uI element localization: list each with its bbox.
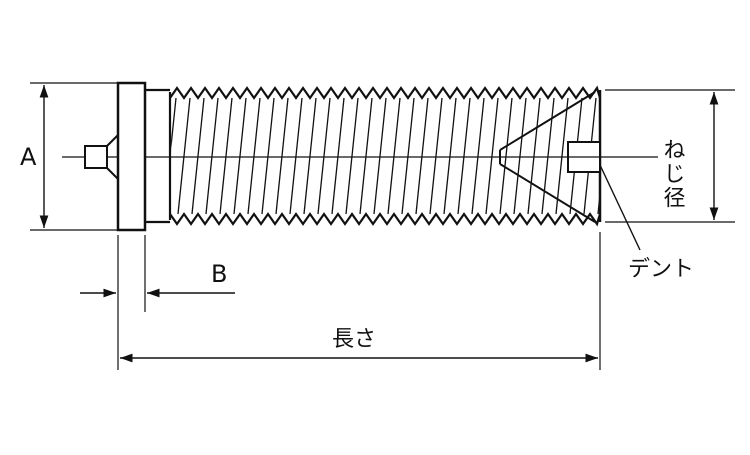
- thread-flank-line: [275, 97, 289, 215]
- thread-flank-line: [612, 98, 624, 214]
- thread-flank-line: [191, 97, 205, 215]
- thread-flank-line: [373, 97, 387, 215]
- thread-flank-line: [457, 97, 471, 215]
- thread-diameter-label: ねじ径: [660, 138, 686, 210]
- thread-flank-line: [219, 97, 233, 215]
- thread-flank-line: [233, 97, 247, 215]
- thread-flank-line: [471, 97, 485, 215]
- thread-flank-line: [261, 97, 275, 215]
- head-bevel: [106, 134, 119, 180]
- dimension-b-label: B: [211, 260, 227, 288]
- dimension-length: 長さ: [120, 232, 601, 370]
- thread-chamfer: [499, 91, 596, 223]
- thread-flank-line: [345, 97, 359, 215]
- weld-pin: [84, 145, 108, 169]
- dimension-b: B: [80, 235, 235, 370]
- thread-flank-line: [499, 97, 513, 215]
- thread-flank-line: [387, 97, 401, 215]
- dent-callout: デント: [599, 164, 694, 282]
- dimension-a-label: A: [20, 143, 37, 171]
- thread-flank-line: [555, 97, 569, 215]
- thread-flank-line: [401, 97, 415, 215]
- thread-flank-line: [485, 97, 499, 215]
- thread-flank-line: [247, 97, 261, 215]
- thread-flank-line: [289, 97, 303, 215]
- thread-flank-line: [317, 97, 331, 215]
- thread-flank-line: [205, 97, 219, 215]
- thread-flank-line: [359, 97, 373, 215]
- thread-flank-line: [415, 97, 429, 215]
- head-flange: [116, 81, 147, 232]
- thread-flank-line: [513, 97, 527, 215]
- length-label: 長さ: [332, 327, 376, 352]
- dent-label: デント: [628, 257, 694, 282]
- thread-flank-line: [177, 97, 191, 215]
- dimension-thread-diameter: ねじ径: [605, 89, 735, 223]
- thread-flank-line: [527, 97, 541, 215]
- thread-flank-line: [429, 97, 443, 215]
- thread-flank-line: [443, 97, 457, 215]
- thread-flank-line: [331, 97, 345, 215]
- thread-flank-line: [303, 97, 317, 215]
- dimension-a: A: [20, 82, 118, 231]
- thread-flank-line: [170, 97, 177, 215]
- threaded-body: [150, 85, 624, 227]
- neck: [145, 88, 170, 224]
- thread-flank-line: [150, 98, 162, 214]
